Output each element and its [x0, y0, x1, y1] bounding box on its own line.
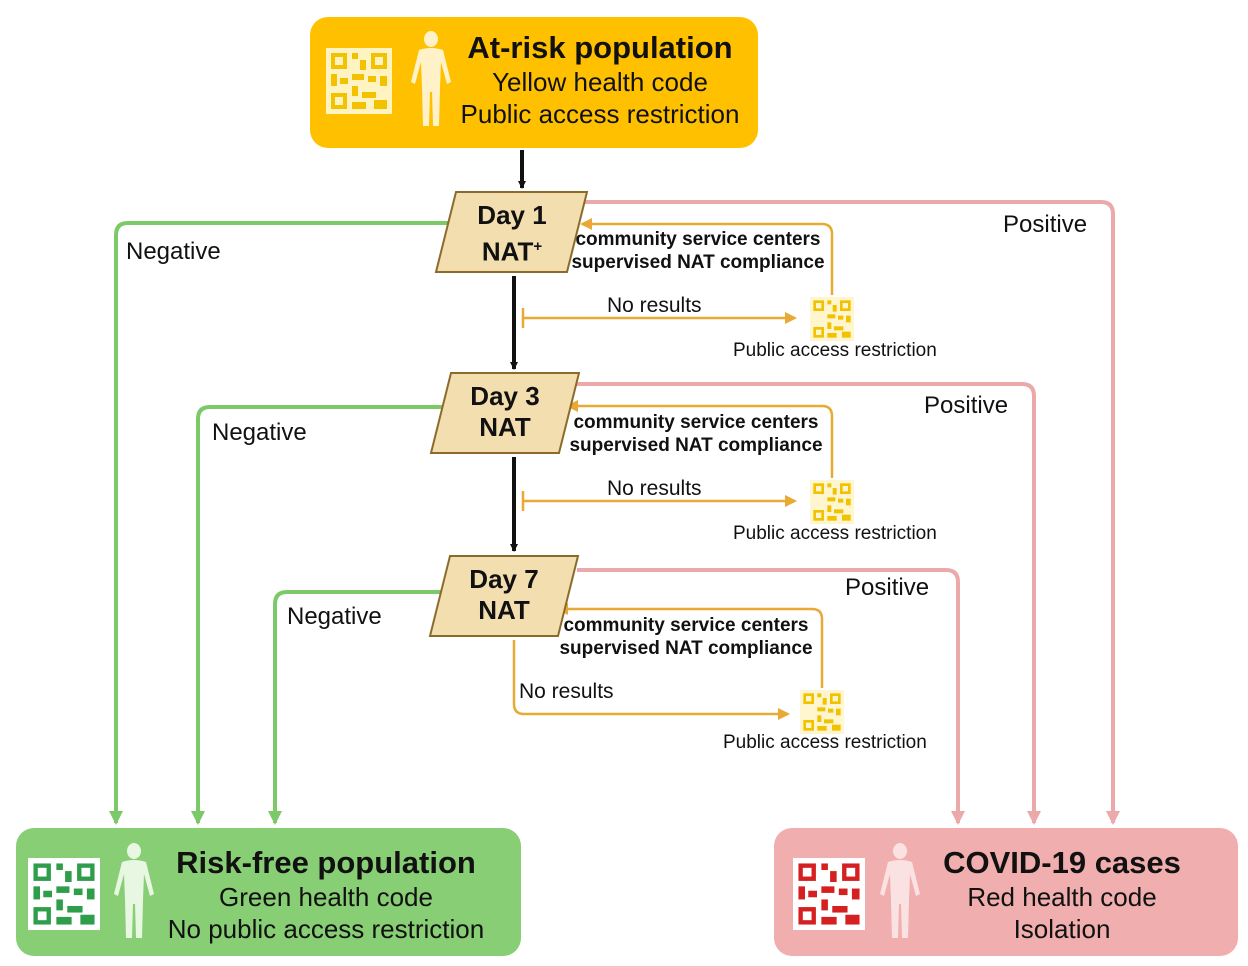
positive-arrow-day7 [577, 568, 965, 825]
yellow-qr-code-icon [326, 48, 392, 114]
risk-free-title: Risk-free population [176, 845, 476, 880]
day7-no-results-label: No results [519, 680, 614, 703]
no-results-arrow-day7 [512, 640, 790, 720]
green-code-text: Green health code [219, 882, 433, 912]
day7-label: Day 7 [469, 564, 539, 594]
no-public-access-restriction-text: No public access restriction [167, 914, 485, 944]
person-silhouette-icon [114, 843, 154, 938]
risk-free-population-box [16, 828, 521, 956]
day7-positive-label: Positive [845, 574, 930, 601]
feedback-arrow-day1 [580, 218, 834, 295]
day3-test-label: NAT [479, 412, 531, 442]
day3-nat-shape [429, 372, 581, 454]
positive-arrow-day1 [583, 200, 1120, 825]
day7-negative-label: Negative [287, 603, 382, 630]
day1-test-label: NAT+ [481, 236, 543, 267]
day7-test-label: NAT [478, 595, 530, 625]
green-qr-code-icon [28, 858, 100, 930]
negative-arrow-day7 [268, 590, 446, 825]
feedback-arrow-day3 [566, 400, 834, 478]
cs-line1: community service centers [573, 412, 819, 433]
public-access-restriction-text: Public access restriction [460, 99, 740, 129]
cs-line1: community service centers [575, 229, 821, 250]
at-risk-title: At-risk population [467, 30, 733, 65]
cs-line2: supervised NAT compliance [569, 435, 823, 456]
day1-label: Day 1 [477, 200, 547, 230]
day1-no-results-label: No results [607, 294, 702, 317]
day7-community-service-text: community service centers supervised NAT… [554, 614, 818, 660]
day1-positive-label: Positive [1003, 211, 1088, 238]
day7-nat-label: Day 7 NAT [444, 564, 564, 626]
negative-arrow-day3 [191, 405, 443, 825]
day1-nat-label: Day 1 NAT+ [452, 200, 572, 268]
person-silhouette-icon [411, 31, 451, 126]
yellow-qr-code-icon [810, 480, 854, 524]
day1-restriction-label: Public access restriction [733, 340, 937, 361]
isolation-text: Isolation [1013, 914, 1111, 944]
cs-line2: supervised NAT compliance [559, 638, 813, 659]
yellow-qr-code-icon [800, 690, 844, 734]
day1-test-superscript: + [533, 238, 543, 255]
yellow-code-text: Yellow health code [492, 67, 708, 97]
negative-arrow-day1 [109, 221, 448, 825]
day3-nat-label: Day 3 NAT [445, 381, 565, 443]
red-qr-code-icon [793, 858, 865, 930]
day3-community-service-text: community service centers supervised NAT… [564, 411, 828, 457]
day7-nat-shape [428, 555, 580, 637]
day3-label: Day 3 [470, 381, 540, 411]
day3-negative-label: Negative [212, 419, 307, 446]
day1-community-service-text: community service centers supervised NAT… [566, 228, 830, 274]
red-code-text: Red health code [967, 882, 1157, 912]
day3-positive-label: Positive [924, 392, 1009, 419]
covid-cases-title: COVID-19 cases [943, 845, 1181, 880]
day1-nat-shape [434, 191, 589, 273]
day7-restriction-label: Public access restriction [723, 732, 927, 753]
cs-line1: community service centers [563, 615, 809, 636]
positive-arrow-day3 [577, 382, 1041, 825]
person-silhouette-icon [880, 843, 920, 938]
day3-no-results-label: No results [607, 477, 702, 500]
yellow-qr-code-icon [810, 297, 854, 341]
day1-negative-label: Negative [126, 238, 221, 265]
day3-restriction-label: Public access restriction [733, 523, 937, 544]
cs-line2: supervised NAT compliance [571, 252, 825, 273]
feedback-arrow-day7 [556, 603, 824, 688]
